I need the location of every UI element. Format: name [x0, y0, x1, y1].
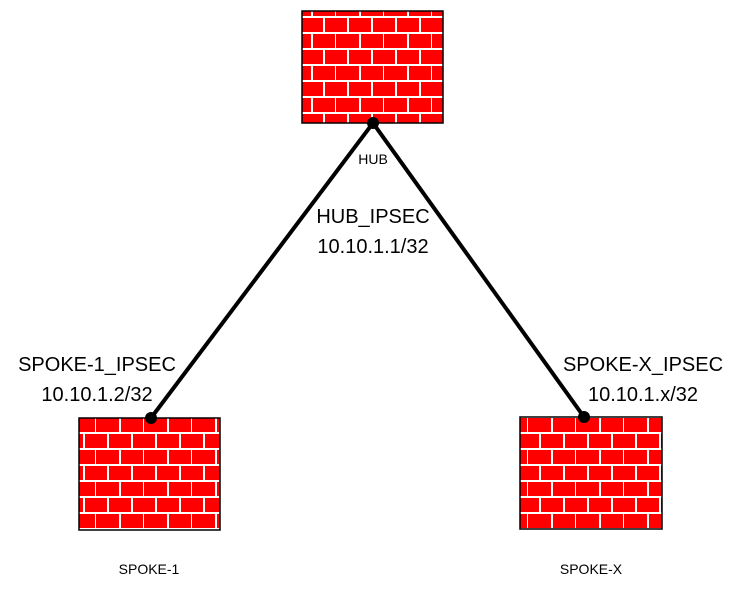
spoke1-firewall[interactable]	[78, 417, 221, 531]
hub-interface-ip: 10.10.1.1/32	[317, 236, 428, 258]
firewall-icon	[78, 417, 221, 531]
hub-name-label: HUB	[358, 151, 388, 167]
connection-dot-icon	[145, 412, 157, 424]
spoke1-name-label: SPOKE-1	[119, 561, 180, 577]
spoke1-interface-ip: 10.10.1.2/32	[41, 384, 152, 406]
connection-dot-icon	[578, 411, 590, 423]
spokex-interface-ip: 10.10.1.x/32	[588, 384, 698, 406]
firewall-icon	[519, 416, 663, 530]
link-hub-spokex	[371, 121, 586, 419]
spokex-firewall[interactable]	[519, 416, 663, 530]
hub-firewall[interactable]	[301, 10, 444, 124]
spokex-interface-name: SPOKE-X_IPSEC	[563, 354, 723, 376]
link-hub-spoke1	[149, 121, 375, 420]
firewall-icon	[301, 10, 444, 124]
spokex-name-label: SPOKE-X	[560, 561, 623, 577]
spoke1-interface-name: SPOKE-1_IPSEC	[18, 354, 176, 376]
hub-interface-name: HUB_IPSEC	[316, 206, 429, 228]
connection-dot-icon	[367, 117, 379, 129]
